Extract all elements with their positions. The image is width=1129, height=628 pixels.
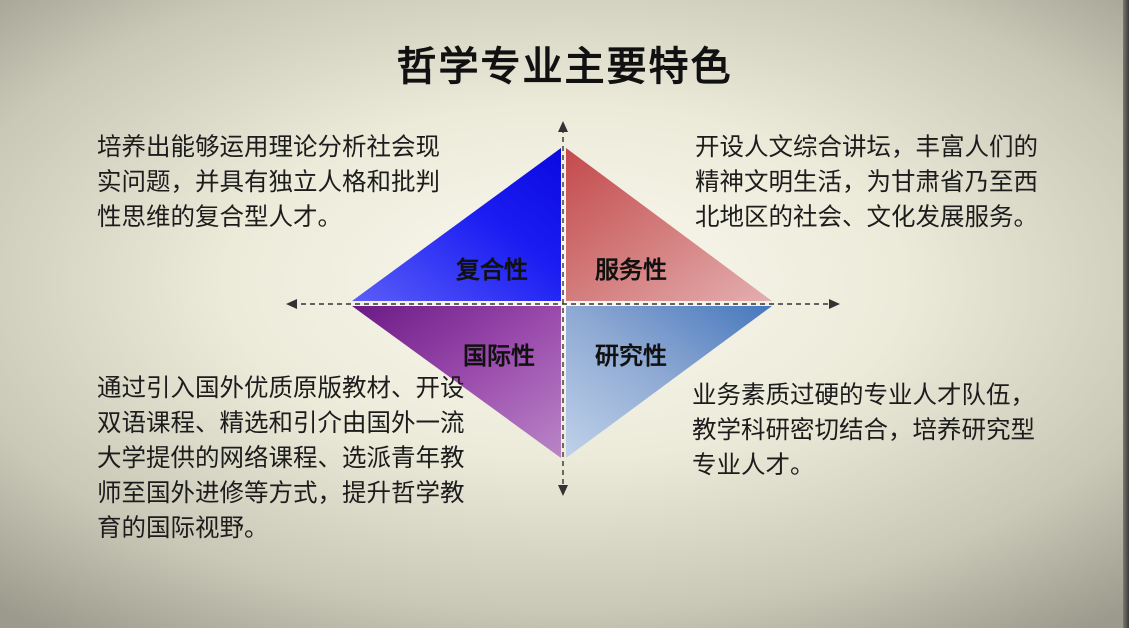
label-bottom-left: 国际性 [463,342,535,370]
quadrant-top-right [566,148,772,301]
description-bottom-right: 业务素质过硬的专业人才队伍，教学科研密切结合，培养研究型专业人才。 [692,380,1035,479]
right-edge-bar [1123,0,1129,628]
label-bottom-right: 研究性 [595,342,667,370]
right-arrowhead [829,299,840,309]
left-arrowhead [286,299,297,309]
label-top-left: 复合性 [455,256,528,284]
bottom-arrowhead [558,485,568,496]
quadrant-top-left [352,148,561,301]
quadrant-bottom-left [352,306,561,458]
description-top-left: 培养出能够运用理论分析社会现实问题，并具有独立人格和批判性思维的复合型人才。 [97,132,440,231]
top-arrowhead [558,121,568,132]
description-bottom-left: 通过引入国外优质原版教材、开设双语课程、精选和引介由国外一流大学提供的网络课程、… [97,373,465,542]
label-top-right: 服务性 [595,256,667,284]
quadrant-bottom-right [566,306,772,458]
description-top-right: 开设人文综合讲坛，丰富人们的精神文明生活，为甘肃省乃至西北地区的社会、文化发展服… [695,132,1038,231]
page-title: 哲学专业主要特色 [396,43,733,90]
